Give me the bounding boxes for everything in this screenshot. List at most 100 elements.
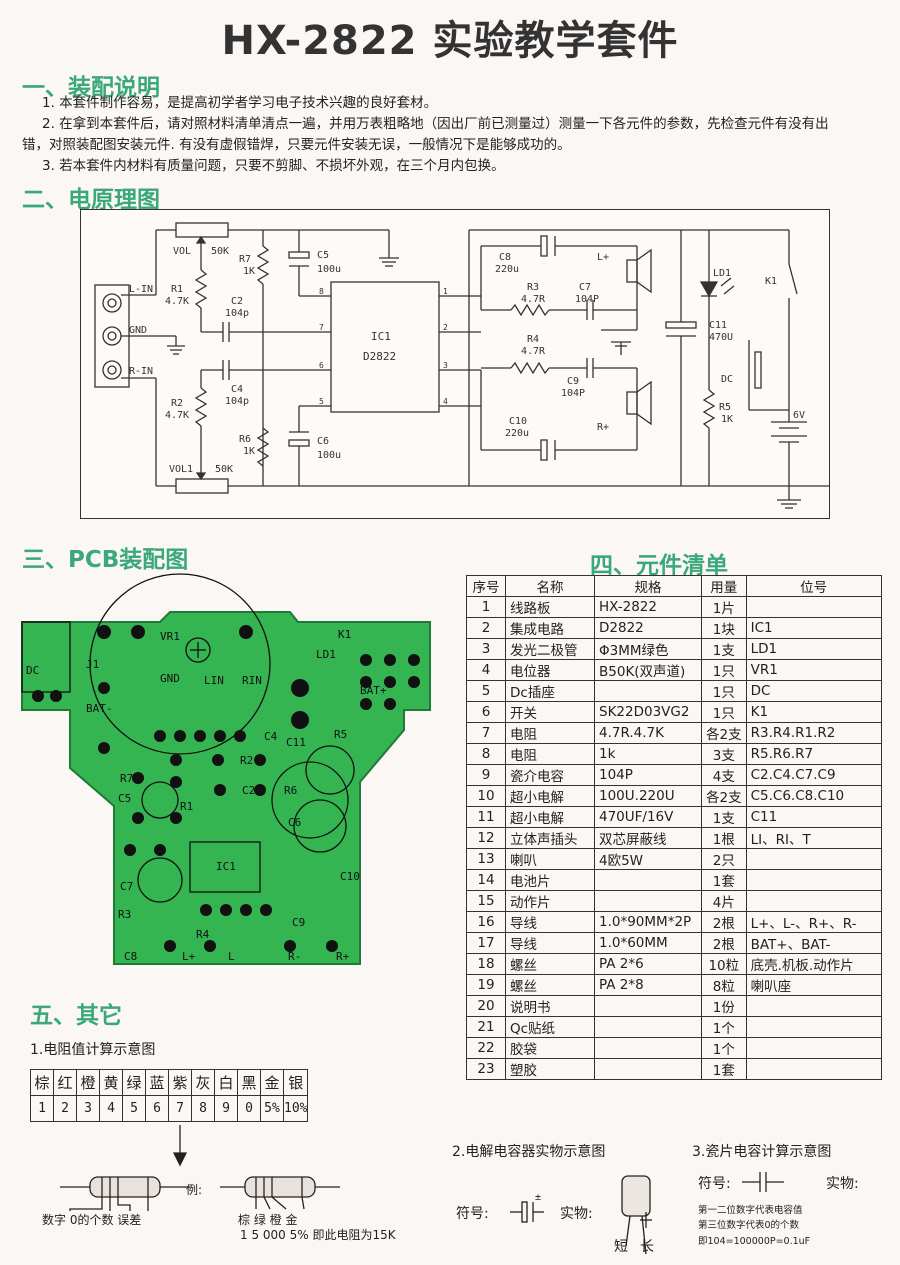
parts-cell	[745, 848, 882, 870]
color-cell: 棕	[30, 1069, 54, 1096]
pcb-vr1-label: VR1	[160, 630, 180, 643]
color-value-row: 1 2 3 4 5 6 7 8 9 0 5% 10%	[30, 1095, 309, 1122]
sch-r3-label: R3	[527, 282, 539, 293]
parts-cell: C2.C4.C7.C9	[745, 764, 882, 786]
ceramic-title: 3.瓷片电容计算示意图	[692, 1144, 832, 1160]
value-cell: 2	[53, 1095, 77, 1122]
parts-cell	[594, 1037, 702, 1059]
pcb-rplus-label: R+	[336, 950, 350, 963]
section-schematic-heading: 二、电原理图	[22, 187, 160, 213]
pcb-svg: VR1 GND LIN RIN LD1 K1 DC J1 BAT- BAT+ C…	[21, 573, 431, 965]
sch-vol-value: 50K	[211, 246, 229, 257]
parts-cell: 1个	[701, 1037, 747, 1059]
sch-r4-value: 4.7R	[521, 346, 546, 357]
color-cell: 银	[282, 1069, 309, 1096]
sch-lplus-label: L+	[597, 252, 609, 263]
section-other-heading: 五、其它	[30, 1003, 122, 1029]
color-cell: 红	[53, 1069, 77, 1096]
sch-c2-value: 104p	[225, 308, 249, 319]
parts-cell: 电位器	[505, 659, 595, 681]
sch-r6-label: R6	[239, 434, 251, 445]
parts-cell: 1份	[701, 995, 747, 1017]
color-cell: 灰	[191, 1069, 215, 1096]
resistor-calc-title: 1.电阻值计算示意图	[30, 1042, 156, 1058]
assembly-item-2a: 2. 在拿到本套件后，请对照材料清单清点一遍，并用万表粗略地（因出厂前已测量过）…	[42, 116, 829, 132]
parts-cell: 喇叭座	[745, 974, 882, 996]
parts-cell: 1只	[701, 659, 747, 681]
assembly-item-2b: 错，对照装配图安装元件. 有没有虚假错焊，只要元件安装无误，一般情况下是能够成功…	[22, 137, 571, 153]
sch-r6-value: 1K	[243, 446, 255, 457]
section-pcb-heading: 三、PCB装配图	[22, 547, 189, 573]
sch-c9-label: C9	[567, 376, 579, 387]
parts-cell: 电池片	[505, 869, 595, 891]
parts-cell: 1块	[701, 617, 747, 639]
parts-cell: C11	[745, 806, 882, 828]
parts-cell: 导线	[505, 911, 595, 933]
parts-cell: 1.0*90MM*2P	[594, 911, 702, 933]
pcb-c6-label: C6	[288, 816, 301, 829]
sch-c4-value: 104p	[225, 396, 249, 407]
color-cell: 绿	[122, 1069, 146, 1096]
sch-r5-label: R5	[719, 402, 731, 413]
sch-pin-7: 7	[319, 323, 324, 332]
color-cell: 黄	[99, 1069, 123, 1096]
parts-cell: 21	[466, 1016, 506, 1038]
parts-cell: 8	[466, 743, 506, 765]
pcb-dc-label: DC	[26, 664, 39, 677]
color-code-table: 棕 红 橙 黄 绿 蓝 紫 灰 白 黑 金 银 1 2 3 4 5 6 7 8 …	[30, 1069, 309, 1122]
parts-cell: 1套	[701, 869, 747, 891]
parts-cell: BAT+、BAT-	[745, 932, 882, 954]
color-cell: 黑	[237, 1069, 261, 1096]
parts-cell: 发光二极管	[505, 638, 595, 660]
parts-cell: 1套	[701, 1058, 747, 1080]
resistor-drawings	[60, 1125, 340, 1211]
sch-r4-label: R4	[527, 334, 539, 345]
cer-real-label: 实物:	[826, 1176, 859, 1192]
pcb-c7-label: C7	[120, 880, 133, 893]
pcb-rminus-label: R-	[288, 950, 301, 963]
pcb-bat-minus-label: BAT-	[86, 702, 113, 715]
pcb-c9-label: C9	[292, 916, 305, 929]
parts-cell: 9	[466, 764, 506, 786]
pcb-r2-label: R2	[240, 754, 253, 767]
parts-cell: 2	[466, 617, 506, 639]
pcb-r6-label: R6	[284, 784, 297, 797]
parts-cell	[745, 1016, 882, 1038]
parts-cell: 开关	[505, 701, 595, 723]
sch-gnd-label: GND	[129, 325, 147, 336]
sch-pin-2: 2	[443, 323, 448, 332]
sch-c6-label: C6	[317, 436, 329, 447]
parts-cell: 超小电解	[505, 785, 595, 807]
parts-cell: 100U.220U	[594, 785, 702, 807]
parts-cell: B50K(双声道)	[594, 659, 702, 681]
pcb-c11-label: C11	[286, 736, 306, 749]
parts-cell: C5.C6.C8.C10	[745, 785, 882, 807]
parts-cell: 线路板	[505, 596, 595, 618]
sch-ic-part: D2822	[363, 350, 396, 363]
parts-cell: 1支	[701, 806, 747, 828]
parts-cell: 13	[466, 848, 506, 870]
parts-cell	[745, 596, 882, 618]
parts-cell	[745, 1037, 882, 1059]
parts-cell: 1只	[701, 680, 747, 702]
parts-cell: 12	[466, 827, 506, 849]
parts-cell: 导线	[505, 932, 595, 954]
parts-cell: 20	[466, 995, 506, 1017]
pcb-r3-label: R3	[118, 908, 131, 921]
schematic-diagram: VOL 50K R1 4.7K C2 104p R7 1K C5 100u L-…	[80, 209, 830, 519]
parts-cell	[745, 995, 882, 1017]
parts-cell: IC1	[745, 617, 882, 639]
cap-real-label: 实物:	[560, 1206, 593, 1222]
pcb-ic1-label: IC1	[216, 860, 236, 873]
parts-cell: PA 2*8	[594, 974, 702, 996]
sch-c2-label: C2	[231, 296, 243, 307]
